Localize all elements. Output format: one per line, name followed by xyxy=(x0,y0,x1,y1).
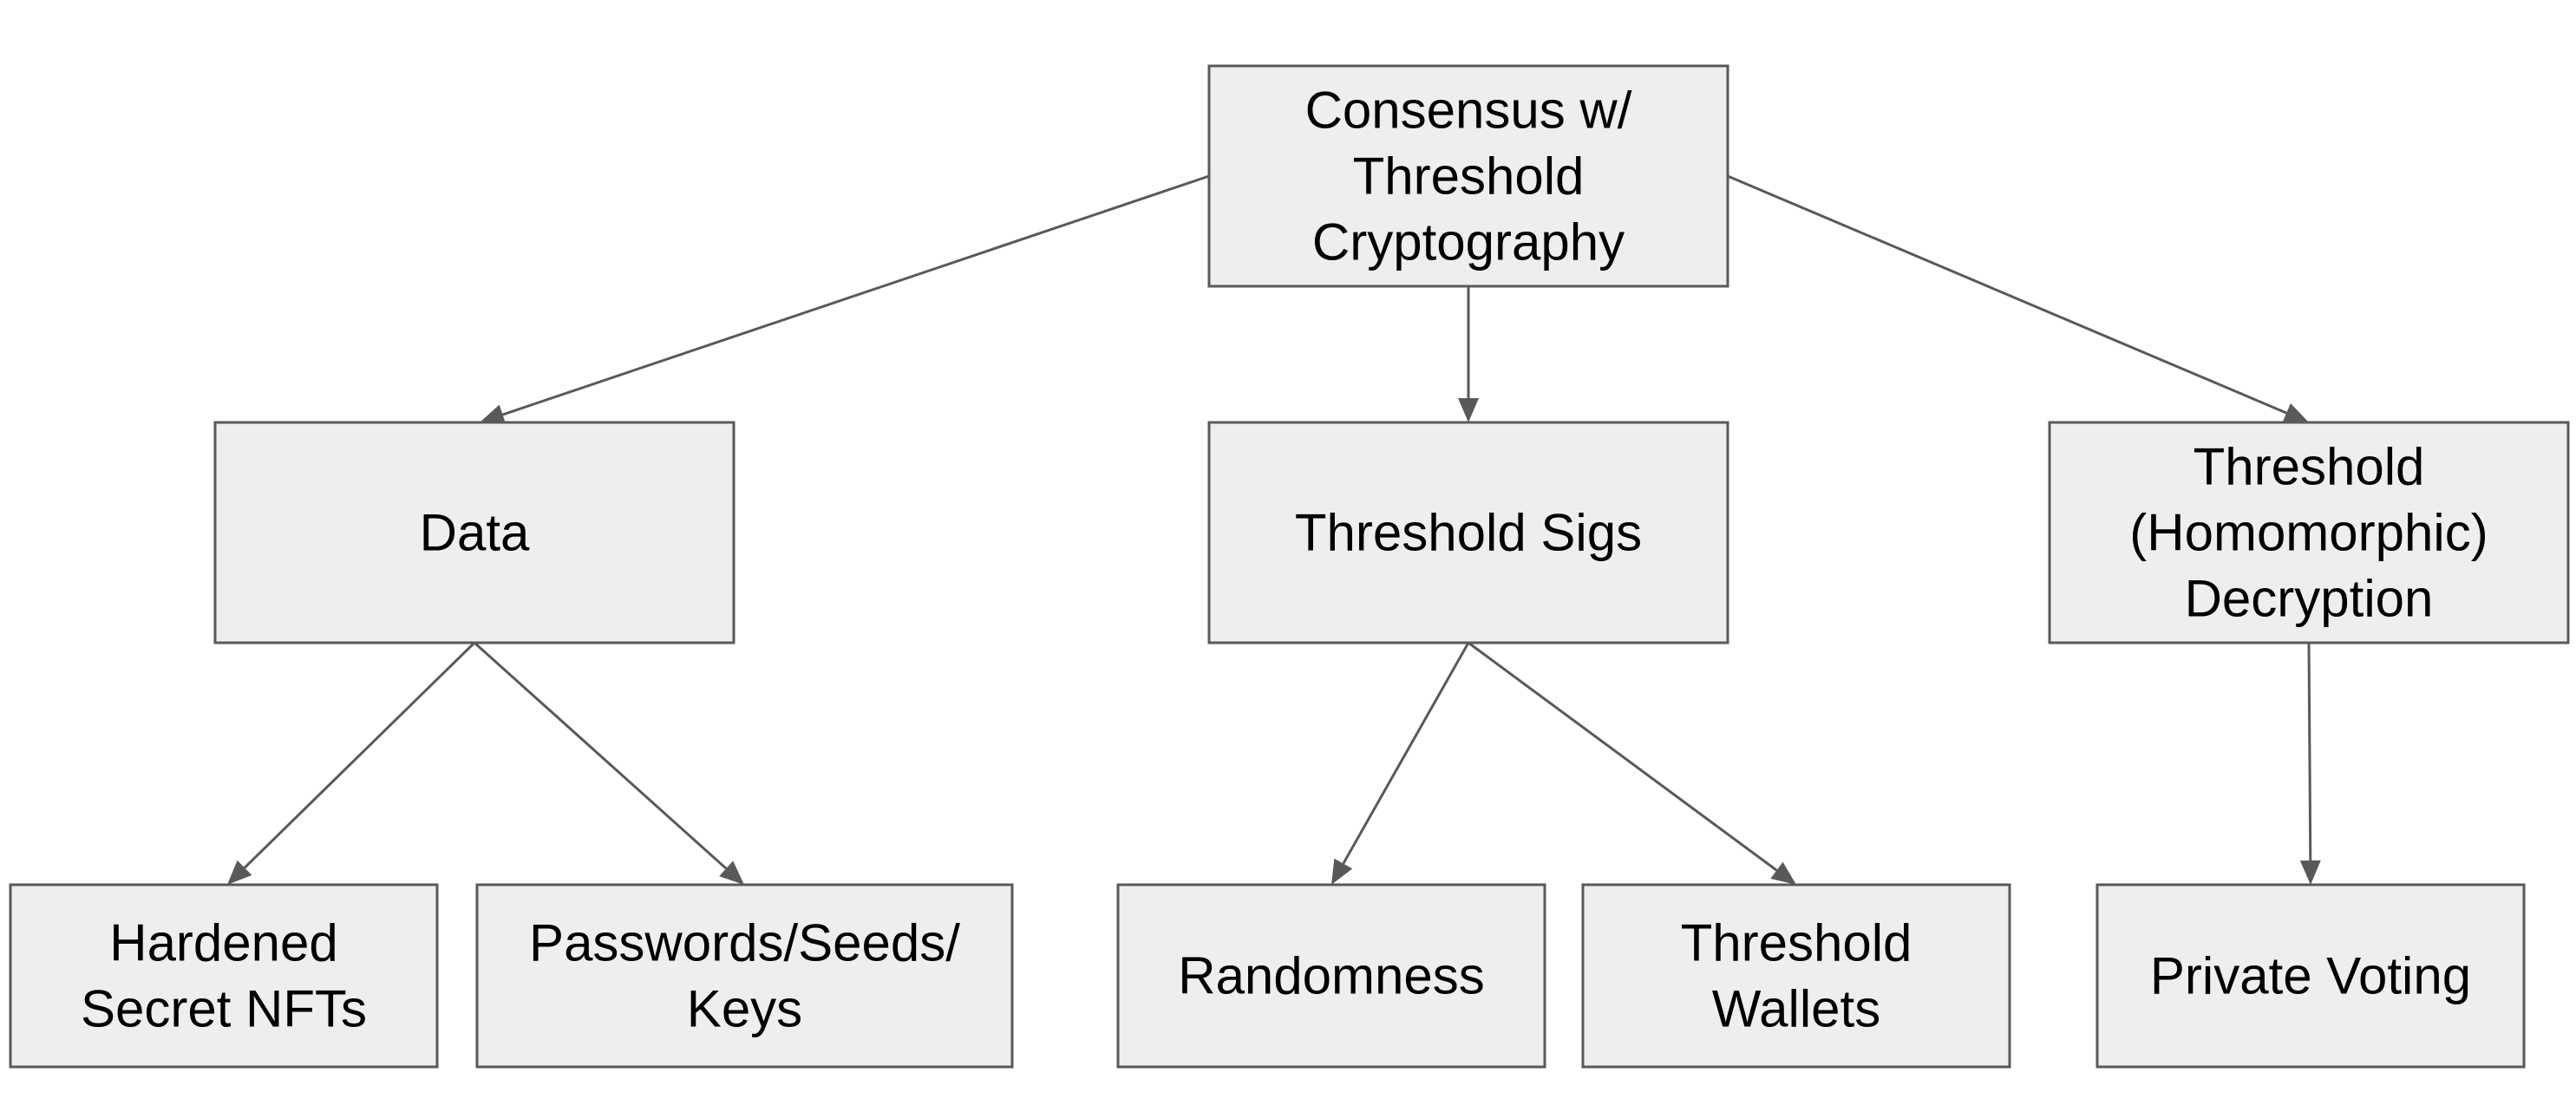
node-label-nfts-line-0: Hardened xyxy=(109,914,338,972)
edge-root-sigs xyxy=(1458,286,1479,422)
node-label-data-line-0: Data xyxy=(420,504,530,562)
edge-line-root-data xyxy=(502,174,1210,416)
node-box-voting xyxy=(2095,883,2526,1069)
node-label-root-line-0: Consensus w/ xyxy=(1305,82,1632,140)
edges-layer xyxy=(227,174,2321,885)
node-decrypt: Threshold (Homomorphic) Decryption xyxy=(2048,421,2570,644)
node-label-root-line-1: Threshold xyxy=(1353,147,1585,206)
edge-line-sigs-randomness xyxy=(1342,642,1470,865)
node-box-root xyxy=(1207,64,1729,288)
node-box-nfts xyxy=(9,883,439,1069)
node-label-randomness-line-0: Randomness xyxy=(1178,947,1485,1005)
node-label-passwords-line-1: Keys xyxy=(687,980,802,1038)
node-box-decrypt xyxy=(2048,421,2570,644)
edge-data-nfts xyxy=(227,641,476,885)
edge-decrypt-voting xyxy=(2299,642,2321,885)
node-box-sigs xyxy=(1207,421,1729,644)
node-sigs: Threshold Sigs xyxy=(1207,421,1729,644)
arrowhead-decrypt-voting xyxy=(2299,860,2321,885)
edge-data-passwords xyxy=(473,641,744,885)
node-box-passwords xyxy=(475,883,1014,1069)
edge-sigs-wallets xyxy=(1468,641,1796,885)
arrowhead-data-nfts xyxy=(227,860,252,885)
node-box-wallets xyxy=(1581,883,2011,1069)
node-box-data xyxy=(213,421,736,644)
node-label-wallets-line-1: Wallets xyxy=(1712,980,1880,1038)
node-label-decrypt-line-2: Decryption xyxy=(2185,570,2434,628)
edge-line-decrypt-voting xyxy=(2307,642,2312,861)
node-randomness: Randomness xyxy=(1116,883,1546,1069)
edge-line-data-passwords xyxy=(473,641,728,870)
edge-line-root-decrypt xyxy=(1727,174,2287,415)
arrowhead-sigs-randomness xyxy=(1331,858,1353,885)
node-data: Data xyxy=(213,421,736,644)
node-label-voting-line-0: Private Voting xyxy=(2150,947,2471,1005)
edge-sigs-randomness xyxy=(1331,642,1470,885)
arrowhead-sigs-wallets xyxy=(1770,861,1796,885)
arrowhead-root-sigs xyxy=(1458,398,1479,422)
node-label-decrypt-line-0: Threshold xyxy=(2194,438,2425,496)
node-passwords: Passwords/Seeds/Keys xyxy=(475,883,1014,1069)
node-label-passwords-line-0: Passwords/Seeds/ xyxy=(529,914,960,972)
node-voting: Private Voting xyxy=(2095,883,2526,1069)
arrowhead-root-decrypt xyxy=(2282,403,2309,423)
edge-root-data xyxy=(480,174,1210,425)
node-box-randomness xyxy=(1116,883,1546,1069)
node-label-decrypt-line-1: (Homomorphic) xyxy=(2129,504,2488,562)
node-label-root-line-2: Cryptography xyxy=(1312,213,1625,271)
node-label-nfts-line-1: Secret NFTs xyxy=(81,980,367,1038)
arrowhead-root-data xyxy=(480,404,507,425)
edge-line-sigs-wallets xyxy=(1468,641,1778,872)
node-label-sigs-line-0: Threshold Sigs xyxy=(1295,504,1642,562)
edge-line-data-nfts xyxy=(243,641,476,869)
node-label-wallets-line-0: Threshold xyxy=(1681,914,1912,972)
arrowhead-data-passwords xyxy=(719,860,744,885)
edge-root-decrypt xyxy=(1727,174,2309,423)
